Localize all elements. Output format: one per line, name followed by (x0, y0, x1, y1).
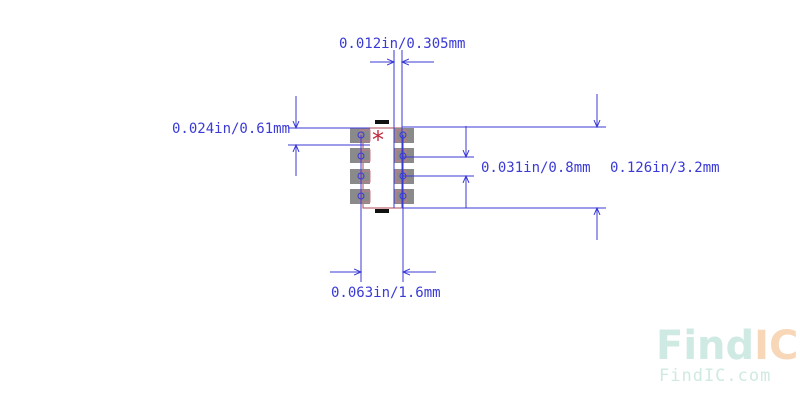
right-pads (394, 128, 414, 204)
svg-text:FindIC: FindIC (656, 323, 798, 369)
dim-label-pitch-left: 0.024in/0.61mm (172, 121, 290, 137)
package-end-bars (375, 120, 389, 213)
dim-label-pad-width: 0.012in/0.305mm (339, 36, 465, 52)
watermark-logo-left: Find (656, 323, 754, 369)
dim-label-row-span: 0.063in/1.6mm (331, 285, 441, 301)
watermark-url: FindIC.com (659, 366, 771, 386)
pin1-marker: * (372, 126, 384, 154)
pad-8 (394, 128, 414, 143)
findic-watermark: FindIC FindIC.com (656, 323, 798, 386)
pad-5 (394, 189, 414, 204)
dimension-lines (288, 50, 606, 282)
watermark-logo-right: IC (754, 323, 798, 369)
pad-7 (394, 148, 414, 163)
dim-label-pitch-right: 0.031in/0.8mm (481, 160, 591, 176)
dim-label-total-height: 0.126in/3.2mm (610, 160, 720, 176)
